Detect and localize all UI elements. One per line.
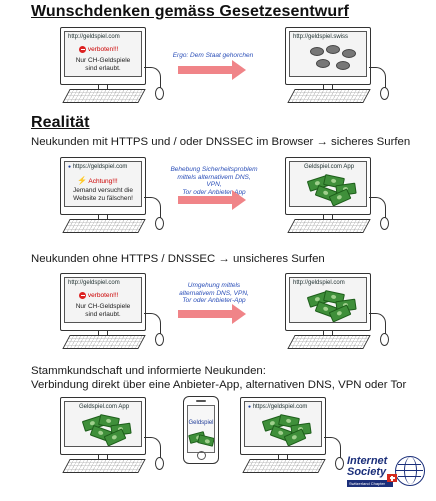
computer-blocked-2: http://geldspiel.com verboten!!! Nur CH-…: [60, 273, 170, 351]
url-text: https://geldspiel.com: [72, 164, 128, 170]
blocked-status: verboten!!!: [79, 292, 119, 299]
monitor: http://geldspiel.com verboten!!! Nur CH-…: [60, 27, 146, 85]
smartphone: Geldspiel: [183, 396, 219, 464]
arrowhead-2: [232, 190, 246, 210]
title-wunschdenken: Wunschdenken gemäss Gesetzesentwurf: [31, 3, 349, 20]
computer-blocked-1: http://geldspiel.com verboten!!! Nur CH-…: [60, 27, 170, 105]
alert-text: Achtung!!!: [88, 178, 118, 185]
coin-icon: [310, 47, 324, 56]
app-title: Geldspiel.com App: [79, 404, 130, 410]
computer-bypass: http://geldspiel.com: [285, 273, 395, 351]
alert-status: ⚡ Achtung!!!: [77, 176, 118, 185]
caption-line: Tor oder Anbieter-App: [182, 297, 246, 304]
block-message: Nur CH-Geldspiele sind erlaubt.: [65, 57, 141, 72]
lock-icon: ●: [248, 404, 252, 410]
heading-section-4: Stammkundschaft und informierte Neukunde…: [31, 364, 406, 392]
screen: ● https://geldspiel.com: [244, 401, 322, 447]
phone-app-title: Geldspiel: [188, 420, 214, 426]
message-line: Website zu fälschen!: [73, 194, 133, 202]
caption-line: alternativem DNS, VPN,: [179, 289, 249, 297]
url-bar: http://geldspiel.swiss: [293, 34, 349, 40]
stop-icon: [79, 292, 86, 299]
computer-app-2: Geldspiel.com App: [60, 397, 170, 475]
screen: Geldspiel.com App: [289, 161, 367, 207]
screen: Geldspiel.com App: [64, 401, 142, 447]
money-icon: [302, 174, 358, 206]
screen: http://geldspiel.com verboten!!! Nur CH-…: [64, 31, 142, 77]
screen: ● https://geldspiel.com ⚡ Achtung!!! Jem…: [64, 161, 142, 207]
heading-section-2: Neukunden mit HTTPS und / oder DNSSEC im…: [31, 136, 411, 148]
blocked-status: verboten!!!: [79, 46, 119, 53]
arrow-2: [178, 196, 232, 204]
home-button: [197, 451, 206, 460]
money-icon: [188, 430, 214, 448]
globe-icon: [395, 456, 425, 486]
logo-text-chapter: Switzerland Chapter: [347, 480, 393, 487]
title-realitaet: Realität: [31, 114, 90, 131]
arrow-1: [178, 66, 232, 74]
url-bar: ● https://geldspiel.com: [248, 404, 307, 410]
arrow-caption-1: Ergo: Dem Staat gehorchen: [172, 52, 254, 59]
url-bar: http://geldspiel.com: [293, 280, 345, 286]
screen: http://geldspiel.com: [289, 277, 367, 323]
arrowhead-1: [232, 60, 246, 80]
caption-line: Tor oder Anbieter-App: [182, 188, 246, 196]
block-message: Nur CH-Geldspiele sind erlaubt.: [65, 303, 141, 318]
lightning-icon: ⚡: [77, 176, 87, 185]
screen: http://geldspiel.swiss: [289, 31, 367, 77]
coin-icon: [326, 45, 340, 54]
arrow-caption-3: Umgehung mittels alternativem DNS, VPN, …: [170, 282, 258, 305]
mouse: [155, 87, 164, 100]
coin-icon: [316, 59, 330, 68]
money-icon: [257, 414, 313, 446]
computer-warning: ● https://geldspiel.com ⚡ Achtung!!! Jem…: [60, 157, 170, 235]
phone-screen: Geldspiel: [187, 405, 215, 453]
computer-app-1: Geldspiel.com App: [285, 157, 395, 235]
message-line: Jemand versucht die: [73, 187, 133, 194]
caption-line: mittels alternativem DNS, VPN,: [177, 173, 251, 189]
caption-line: Umgehung mittels: [187, 282, 241, 289]
lock-icon: ●: [68, 164, 72, 170]
message-line: Nur CH-Geldspiele: [75, 303, 131, 310]
status-text: verboten!!!: [87, 46, 119, 54]
arrow-3: [178, 310, 232, 318]
coin-icon: [342, 49, 356, 58]
heading-section-3: Neukunden ohne HTTPS / DNSSEC → unsicher…: [31, 253, 325, 265]
url-bar: http://geldspiel.com: [68, 280, 120, 286]
keyboard: [62, 89, 146, 103]
heading-line: Stammkundschaft und informierte Neukunde…: [31, 365, 266, 377]
app-title: Geldspiel.com App: [304, 164, 355, 170]
arrow-caption-2: Behebung Sicherheitsproblem mittels alte…: [170, 166, 258, 196]
message-line: Nur CH-Geldspiele: [75, 57, 131, 64]
stop-icon: [79, 46, 86, 53]
computer-swiss: http://geldspiel.swiss: [285, 27, 395, 105]
heading-line: Verbindung direkt über eine Anbieter-App…: [31, 379, 407, 391]
coin-icon: [336, 61, 350, 70]
swiss-flag-icon: [387, 474, 397, 482]
warning-message: Jemand versucht die Website zu fälschen!: [65, 187, 141, 202]
message-line: sind erlaubt.: [85, 64, 121, 72]
internet-society-logo: Internet Society Switzerland Chapter: [343, 455, 429, 493]
logo-text-internet: Internet: [347, 455, 388, 467]
logo-text-society: Society: [347, 466, 387, 478]
url-bar: ● https://geldspiel.com: [68, 164, 127, 170]
caption-line: Behebung Sicherheitsproblem: [170, 166, 258, 173]
money-icon: [302, 290, 358, 322]
arrowhead-3: [232, 304, 246, 324]
url-bar: http://geldspiel.com: [68, 34, 120, 40]
computer-https: ● https://geldspiel.com: [240, 397, 350, 475]
status-text: verboten!!!: [87, 292, 119, 300]
screen: http://geldspiel.com verboten!!! Nur CH-…: [64, 277, 142, 323]
money-icon: [77, 414, 133, 446]
message-line: sind erlaubt.: [85, 310, 121, 318]
url-text: https://geldspiel.com: [252, 404, 308, 410]
